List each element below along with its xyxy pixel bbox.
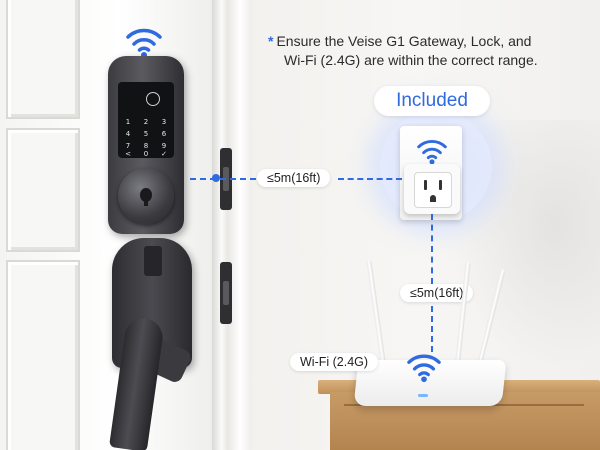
keypad-key: 4 [125, 130, 131, 138]
smart-lock: 1 2 3 4 5 6 7 8 9 < 0 ✓ [108, 56, 184, 234]
connector-line [431, 306, 433, 352]
keypad-key: 6 [161, 130, 167, 138]
keypad-key: 2 [143, 118, 149, 126]
outlet-face [414, 172, 452, 208]
outlet-slot [424, 180, 427, 190]
fingerprint-icon [146, 92, 160, 106]
keypad-key: 3 [161, 118, 167, 126]
door-panel [6, 0, 80, 119]
connector-line [338, 178, 402, 180]
keypad: 1 2 3 4 5 6 7 8 9 < 0 ✓ [118, 82, 174, 158]
door-edge [212, 0, 228, 450]
door-panel [6, 128, 80, 252]
connector-line [190, 178, 256, 180]
note-asterisk: * [268, 33, 274, 49]
keypad-key: ✓ [161, 150, 167, 158]
door-panel [6, 260, 80, 450]
included-badge: Included [374, 86, 490, 116]
door-frame [228, 0, 252, 450]
lock-knob [118, 168, 174, 224]
keypad-key: 7 [125, 142, 131, 150]
strike-plate [220, 262, 232, 324]
connector-line [431, 214, 433, 284]
outlet-ground [430, 195, 436, 202]
distance-label-lock-gateway: ≤5m(16ft) [257, 169, 331, 187]
keypad-key: < [125, 150, 131, 158]
wifi-icon-lock [126, 28, 162, 58]
keyhole [140, 188, 152, 206]
keypad-key: 5 [143, 130, 149, 138]
router-led [418, 394, 428, 397]
gateway-device [404, 164, 460, 214]
note-line1: Ensure the Veise G1 Gateway, Lock, and [276, 33, 532, 49]
router-label: Wi-Fi (2.4G) [290, 353, 379, 371]
distance-label-gateway-router: ≤5m(16ft) [400, 284, 474, 302]
keypad-key: 1 [125, 118, 131, 126]
outlet-slot [439, 180, 442, 190]
keypad-key: 9 [161, 142, 167, 150]
keypad-key: 8 [143, 142, 149, 150]
range-note: *Ensure the Veise G1 Gateway, Lock, and … [268, 32, 588, 70]
thumb-latch [144, 246, 162, 276]
keypad-key: 0 [143, 150, 149, 158]
note-line2: Wi-Fi (2.4G) are within the correct rang… [284, 52, 538, 68]
wifi-icon-gateway [417, 140, 447, 165]
wifi-icon-router [407, 354, 441, 383]
